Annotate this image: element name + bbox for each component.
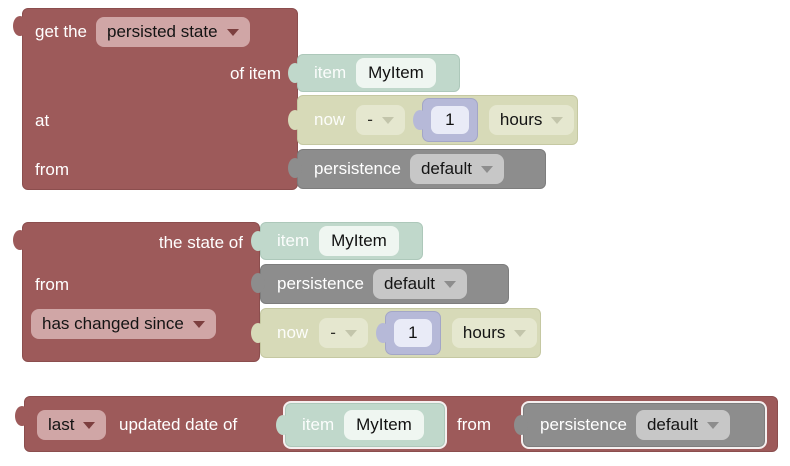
- the-state-of-label: the state of: [158, 233, 243, 252]
- datetime-block[interactable]: now - 1 hours: [288, 95, 578, 145]
- output-connector: [251, 231, 265, 251]
- state-type-dropdown[interactable]: persisted state: [96, 17, 250, 47]
- operator-dropdown[interactable]: -: [319, 318, 368, 348]
- datetime-block[interactable]: now - 1 hours: [251, 308, 541, 358]
- operator-value: -: [367, 110, 373, 129]
- number-field[interactable]: 1: [393, 319, 432, 347]
- persistence-dropdown[interactable]: default: [635, 410, 730, 440]
- output-connector: [375, 323, 390, 343]
- dropdown-arrow-icon: [706, 421, 719, 429]
- get-the-label: get the: [35, 22, 87, 41]
- dropdown-arrow-icon: [514, 329, 527, 337]
- of-item-label: of item: [229, 64, 281, 83]
- which-dropdown[interactable]: last: [37, 410, 107, 440]
- time-unit-value: hours: [499, 110, 543, 129]
- dropdown-arrow-icon: [381, 116, 394, 124]
- output-connector: [514, 415, 528, 435]
- now-label: now: [277, 323, 309, 342]
- output-connector: [412, 110, 427, 130]
- get-persisted-state-block[interactable]: get the persisted state of item at from: [13, 8, 298, 190]
- persistence-value: default: [646, 415, 698, 434]
- number-block[interactable]: 1: [375, 311, 441, 355]
- item-label: item: [314, 63, 347, 82]
- persistence-label: persistence: [277, 274, 364, 293]
- dropdown-arrow-icon: [344, 329, 357, 337]
- item-label: item: [277, 231, 310, 250]
- from-label: from: [35, 275, 69, 294]
- persistence-value: default: [383, 274, 435, 293]
- which-value: last: [48, 415, 75, 434]
- output-connector: [288, 158, 302, 178]
- dropdown-arrow-icon: [192, 320, 205, 328]
- persistence-block[interactable]: persistence default: [514, 403, 765, 447]
- state-condition-block[interactable]: the state of from has changed since: [13, 222, 260, 362]
- dropdown-arrow-icon: [83, 421, 96, 429]
- from-label: from: [35, 160, 69, 179]
- time-unit-dropdown[interactable]: hours: [488, 105, 575, 135]
- state-type-value: persisted state: [107, 22, 218, 41]
- time-unit-dropdown[interactable]: hours: [451, 318, 538, 348]
- persistence-label: persistence: [314, 159, 401, 178]
- from-label: from: [457, 415, 491, 434]
- condition-value: has changed since: [42, 314, 184, 333]
- persistence-value: default: [420, 159, 472, 178]
- persistence-label: persistence: [540, 415, 627, 434]
- output-connector: [276, 415, 290, 435]
- at-label: at: [35, 111, 50, 130]
- updated-date-of-label: updated date of: [119, 415, 238, 434]
- last-updated-date-block[interactable]: last updated date of item MyItem from pe…: [15, 396, 778, 452]
- item-label: item: [302, 415, 335, 434]
- now-label: now: [314, 110, 346, 129]
- item-name-field[interactable]: MyItem: [319, 226, 399, 256]
- number-block[interactable]: 1: [412, 98, 478, 142]
- persistence-block[interactable]: persistence default: [288, 149, 546, 189]
- item-name-field[interactable]: MyItem: [344, 410, 424, 440]
- item-block[interactable]: item MyItem: [276, 403, 445, 447]
- condition-dropdown[interactable]: has changed since: [31, 309, 216, 339]
- output-connector: [251, 323, 265, 343]
- output-connector: [288, 63, 302, 83]
- dropdown-arrow-icon: [480, 165, 493, 173]
- persistence-dropdown[interactable]: default: [372, 269, 467, 299]
- output-connector: [288, 110, 302, 130]
- dropdown-arrow-icon: [226, 28, 239, 36]
- operator-value: -: [330, 323, 336, 342]
- dropdown-arrow-icon: [551, 116, 564, 124]
- output-connector: [15, 406, 29, 426]
- output-connector: [13, 230, 27, 250]
- time-unit-value: hours: [462, 323, 506, 342]
- output-connector: [251, 273, 265, 293]
- output-connector: [13, 16, 27, 36]
- item-block[interactable]: item MyItem: [288, 54, 460, 92]
- persistence-block[interactable]: persistence default: [251, 264, 509, 304]
- dropdown-arrow-icon: [443, 280, 456, 288]
- item-block[interactable]: item MyItem: [251, 222, 423, 260]
- number-field[interactable]: 1: [430, 106, 469, 134]
- item-name-field[interactable]: MyItem: [356, 58, 436, 88]
- persistence-dropdown[interactable]: default: [409, 154, 504, 184]
- operator-dropdown[interactable]: -: [356, 105, 405, 135]
